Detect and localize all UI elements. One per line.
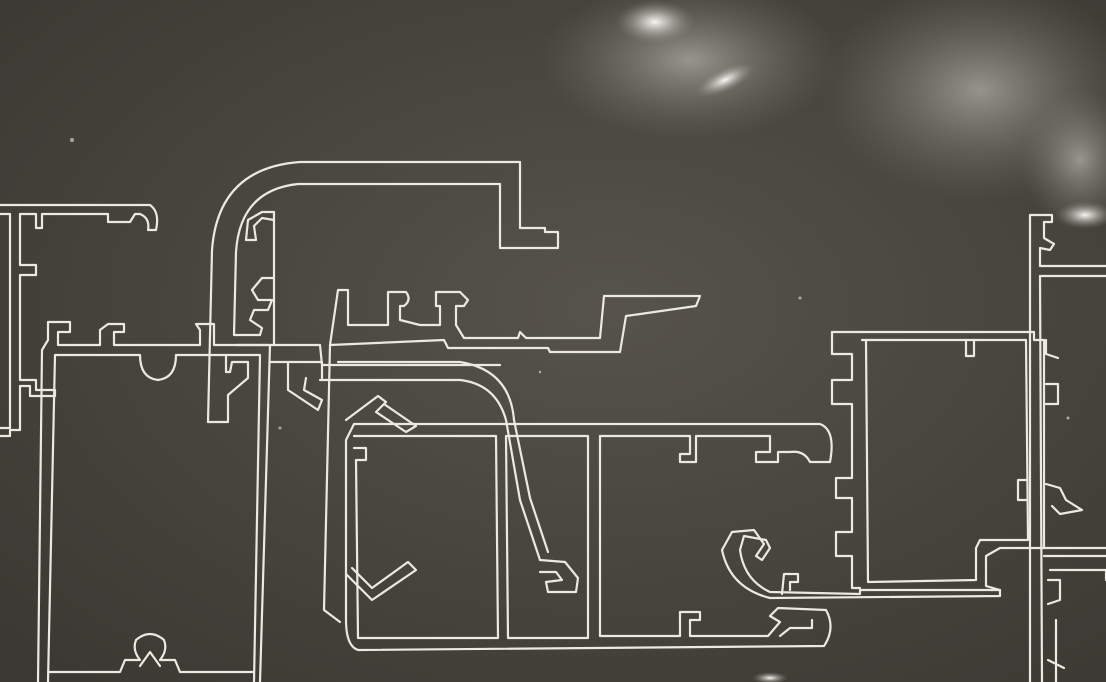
center-frame-curve-inner [336,360,550,554]
left-frame-inner [46,353,262,682]
hook-profile-notch [780,572,800,596]
lower-diagonal-clip [344,560,418,602]
upper-diagonal-clip [344,394,418,434]
connector-wedge [286,360,324,412]
dust-specks [70,138,1070,430]
left-frame-bottom-clip-inner [138,650,162,668]
left-profile-inner [0,212,12,430]
center-chamber-divider-1 [352,434,500,640]
center-frame-curve [318,378,580,594]
right-frame-left-edge [830,330,862,590]
center-chamber-divider-2 [504,434,590,640]
top-curved-profile [206,160,560,424]
upper-rail [328,288,702,354]
left-frame-outer [36,320,272,682]
center-chamber [344,422,833,652]
far-right-profile [1028,213,1106,682]
center-chamber-clip-br [778,618,814,638]
right-frame-inner [860,338,1030,584]
hook-profile [720,528,1002,600]
top-curved-profile-lower [206,353,250,424]
center-frame-outer [322,343,342,624]
left-frame-bottom-clip [46,632,256,674]
light-glare [540,0,1106,682]
right-frame-notches [964,338,1028,502]
